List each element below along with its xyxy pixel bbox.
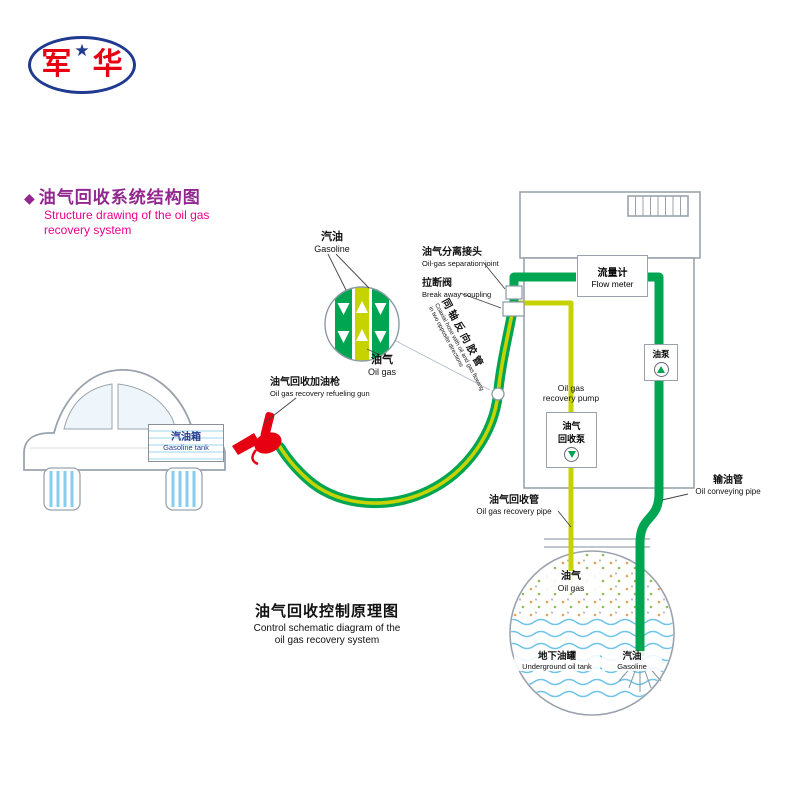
hose-connector	[491, 387, 505, 401]
breakaway-callout-cn: 拉断阀	[422, 278, 452, 289]
oil-gas-separation-joint	[505, 285, 523, 300]
pump-down-arrow-icon	[567, 450, 576, 458]
recovery-pump-label-en2: recovery pump	[542, 393, 600, 404]
conveying-pipe-label-en: Oil conveying pipe	[695, 487, 761, 496]
underground-tank-label: 地下油罐 Underground oil tank	[514, 651, 600, 672]
separation-joint-callout: 油气分离接头 Oil-gas separation joint	[422, 247, 542, 268]
oilgas-inset-label-cn: 油气	[371, 354, 393, 366]
underground-tank-label-en: Underground oil tank	[514, 662, 600, 672]
tank-gasoline-label: 汽油 Gasoline	[602, 651, 662, 672]
hose-cross-section-inset	[324, 286, 400, 362]
pump-up-arrow-icon	[657, 366, 665, 373]
gasoline-tank-box-en: Gasoline tank	[163, 443, 209, 452]
separation-joint-callout-en: Oil-gas separation joint	[422, 259, 499, 268]
coaxial-hose-core	[278, 301, 516, 505]
recovery-pump-indicator	[564, 446, 579, 462]
recovery-pump-label: Oil gas recovery pump	[533, 383, 609, 403]
logo-char-right: 华	[92, 48, 123, 81]
footer-title-cn: 油气回收控制原理图	[254, 603, 399, 620]
breakaway-callout: 拉断阀 Break away coupling	[422, 278, 542, 299]
tank-oilgas-label-cn: 油气	[541, 571, 601, 583]
separation-joint-callout-cn: 油气分离接头	[422, 247, 482, 258]
company-logo: 军 ★ 华	[28, 36, 136, 94]
tank-oilgas-label-en: Oil gas	[541, 583, 601, 594]
recovery-pump-box-cn2: 回收泵	[557, 433, 585, 444]
logo-star-icon: ★	[74, 40, 90, 60]
recovery-pump-label-en1: Oil gas	[557, 383, 585, 393]
oilgas-inset-label-en: Oil gas	[367, 367, 396, 378]
page-title-block: ◆ 油气回收系统结构图 Structure drawing of the oil…	[24, 188, 209, 238]
recovery-pump-box: 油气 回收泵	[546, 412, 597, 468]
dispenser-display-grid	[635, 196, 681, 216]
oil-pump-box-cn: 油泵	[652, 349, 670, 359]
oil-conveying-pipe	[635, 272, 664, 656]
car-wheel-front	[43, 467, 81, 511]
page-title: 油气回收系统结构图	[38, 188, 201, 207]
flow-meter-box: 流量计 Flow meter	[577, 255, 648, 297]
refueling-gun-callout: 油气回收加油枪 Oil gas recovery refueling gun	[270, 377, 420, 398]
tank-oilgas-label: 油气 Oil gas	[541, 571, 601, 594]
conveying-pipe-label-cn: 输油管	[713, 475, 743, 486]
flow-direction-arrows	[337, 301, 387, 343]
gasoline-inset-label-en: Gasoline	[314, 244, 350, 255]
gasoline-inset-label-cn: 汽油	[321, 231, 343, 243]
leader-lines	[263, 253, 689, 528]
diamond-bullet-icon: ◆	[24, 189, 35, 206]
refueling-nozzle-icon	[232, 412, 282, 466]
car-front-window	[63, 383, 113, 430]
recovery-pipe-label: 油气回收管 Oil gas recovery pipe	[455, 495, 573, 517]
footer-title-block: 油气回收控制原理图 Control schematic diagram of t…	[228, 603, 426, 647]
tank-manhole-cover	[544, 538, 650, 548]
footer-subtitle-en2: oil gas recovery system	[274, 635, 380, 646]
break-away-coupling	[502, 301, 525, 317]
oil-pump-box: 油泵	[644, 344, 678, 381]
breakaway-callout-en: Break away coupling	[422, 290, 492, 299]
car-wheel-rear	[165, 467, 203, 511]
gasoline-inset-label: 汽油 Gasoline	[302, 231, 362, 255]
page-subtitle-line2: recovery system	[44, 223, 132, 238]
inset-link-line	[393, 339, 491, 391]
tank-gasoline-label-en: Gasoline	[602, 662, 662, 672]
gasoline-tank-box: 汽油箱 Gasoline tank	[148, 424, 224, 462]
conveying-pipe-label: 输油管 Oil conveying pipe	[672, 475, 784, 497]
recovery-pump-box-cn1: 油气	[562, 420, 581, 431]
gasoline-tank-box-cn: 汽油箱	[171, 432, 201, 443]
footer-subtitle-en1: Control schematic diagram of the	[253, 623, 401, 634]
recovery-pipe-label-en: Oil gas recovery pipe	[476, 507, 552, 516]
recovery-pipe-label-cn: 油气回收管	[489, 495, 539, 506]
flow-meter-box-cn: 流量计	[597, 267, 628, 279]
page-subtitle-line1: Structure drawing of the oil gas	[44, 208, 210, 223]
tank-gasoline-label-cn: 汽油	[602, 651, 662, 663]
oil-gas-recovery-pipe	[514, 300, 574, 581]
underground-tank-label-cn: 地下油罐	[514, 651, 600, 663]
logo-char-left: 军	[41, 48, 72, 81]
flow-meter-box-en: Flow meter	[591, 278, 634, 289]
refueling-gun-callout-cn: 油气回收加油枪	[270, 377, 340, 388]
oil-pump-indicator	[653, 362, 669, 377]
refueling-gun-callout-en: Oil gas recovery refueling gun	[270, 389, 370, 398]
underground-tank	[509, 538, 675, 716]
oil-gas-channel-core	[355, 287, 369, 361]
dispenser-head	[519, 191, 701, 259]
oilgas-inset-label: 油气 Oil gas	[350, 354, 414, 378]
